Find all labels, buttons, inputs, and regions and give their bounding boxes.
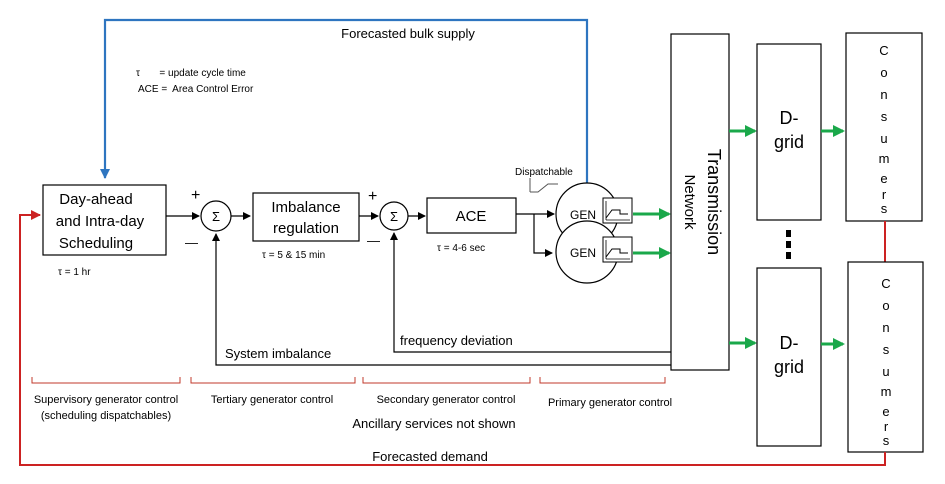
- consumers-top-letter: o: [880, 65, 887, 80]
- scheduling-line-3: Scheduling: [59, 235, 133, 252]
- sum2-sigma: Σ: [390, 209, 398, 224]
- supervisory-control-label-2: (scheduling dispatchables): [41, 410, 171, 422]
- dgrid-bottom-line-2: grid: [774, 357, 804, 377]
- scheduling-line-2: and Intra-day: [56, 213, 145, 230]
- scheduling-block: [42, 184, 167, 256]
- dgrid-top-block: [756, 43, 822, 221]
- consumers-bottom-letter: m: [881, 384, 892, 399]
- consumers-top-letter: s: [881, 109, 888, 124]
- consumers-bottom-letter: s: [883, 433, 890, 448]
- tertiary-control-label: Tertiary generator control: [211, 394, 333, 406]
- consumers-top-letter: n: [880, 87, 887, 102]
- supervisory-control-label-1: Supervisory generator control: [34, 394, 178, 406]
- sum2-minus: —: [367, 233, 380, 248]
- dgrid-top-line-2: grid: [774, 132, 804, 152]
- consumers-top-block: [845, 32, 923, 222]
- consumers-top-letters: C o n s u m e r s: [879, 43, 890, 216]
- bracket-tertiary: [190, 377, 356, 384]
- forecasted-demand-label: Forecasted demand: [372, 449, 488, 464]
- consumers-bottom-letters: C o n s u m e r s: [881, 276, 892, 448]
- bracket-supervisory: [31, 377, 181, 384]
- gen-2-label: GEN: [570, 246, 596, 260]
- sum2-plus: +: [368, 188, 377, 205]
- ace-tau: τ = 4-6 sec: [437, 243, 485, 254]
- sum1-minus: —: [185, 235, 198, 250]
- gen-1-curve-icon: [602, 197, 633, 224]
- imbalance-tau: τ = 5 & 15 min: [262, 250, 325, 261]
- dispatchable-curve-icon: [530, 183, 558, 193]
- consumers-bottom-block: [847, 261, 924, 453]
- primary-control-label: Primary generator control: [548, 397, 672, 409]
- dgrid-bottom-line-1: D-: [780, 333, 799, 353]
- consumers-bottom-letter: r: [884, 419, 889, 434]
- sum1-plus: +: [191, 187, 200, 204]
- control-level-brackets: [31, 377, 666, 384]
- forecasted-demand-line: [19, 210, 886, 466]
- ace-label: ACE: [456, 208, 487, 225]
- sum1-sigma: Σ: [212, 209, 220, 224]
- bracket-secondary: [362, 377, 531, 384]
- gen-2-curve-icon: [602, 236, 633, 263]
- secondary-control-label: Secondary generator control: [377, 394, 516, 406]
- consumers-bottom-letter: n: [882, 320, 889, 335]
- transmission-line-1: Transmission: [704, 149, 724, 255]
- consumers-top-letter: r: [882, 187, 887, 202]
- gen-1-label: GEN: [570, 208, 596, 222]
- consumers-top-letter: C: [879, 43, 888, 58]
- scheduling-line-1: Day-ahead: [59, 191, 132, 208]
- consumers-bottom-letter: o: [882, 298, 889, 313]
- forecasted-bulk-supply-label: Forecasted bulk supply: [341, 26, 475, 41]
- imbalance-regulation-block: [252, 192, 360, 242]
- system-imbalance-line: [212, 233, 671, 366]
- scheduling-tau: τ = 1 hr: [58, 267, 91, 278]
- dispatchable-label: Dispatchable: [515, 167, 573, 178]
- transmission-line-2: Network: [681, 174, 698, 230]
- consumers-top-letter: m: [879, 151, 890, 166]
- transmission-network-block: [670, 33, 730, 371]
- system-imbalance-label: System imbalance: [225, 346, 331, 361]
- dgrid-bottom-block: [756, 267, 822, 447]
- frequency-deviation-label: frequency deviation: [400, 333, 513, 348]
- bracket-primary: [539, 377, 666, 384]
- consumers-top-letter: u: [880, 131, 887, 146]
- tau-definition: τ = update cycle time: [136, 68, 246, 79]
- ancillary-note: Ancillary services not shown: [352, 416, 515, 431]
- consumers-bottom-letter: e: [882, 404, 889, 419]
- frequency-deviation-line: [390, 232, 671, 353]
- forecasted-bulk-supply-line: [100, 18, 589, 186]
- imbalance-line-2: regulation: [273, 220, 339, 237]
- consumers-bottom-letter: C: [881, 276, 890, 291]
- dgrid-ellipsis: [786, 230, 791, 259]
- imbalance-line-1: Imbalance: [271, 199, 340, 216]
- consumers-top-letter: e: [880, 171, 887, 186]
- ace-definition: ACE = Area Control Error: [138, 84, 254, 95]
- ace-block: [426, 197, 517, 234]
- dgrid-top-line-1: D-: [780, 108, 799, 128]
- consumers-top-letter: s: [881, 201, 888, 216]
- consumers-bottom-letter: s: [883, 342, 890, 357]
- consumers-bottom-letter: u: [882, 364, 889, 379]
